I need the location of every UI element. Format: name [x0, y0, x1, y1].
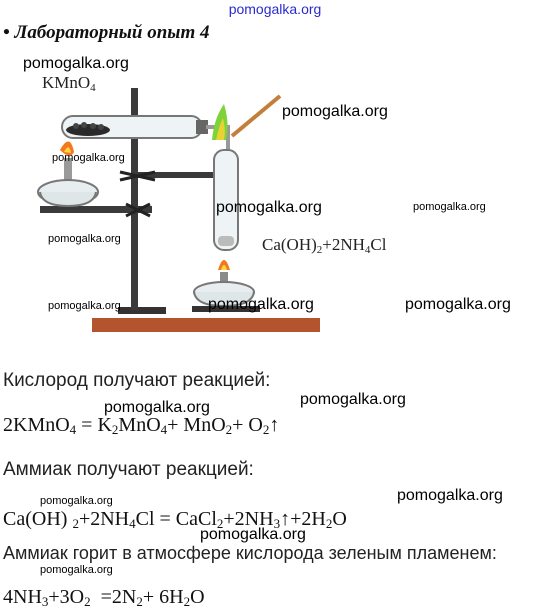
- watermark: pomogalka.org: [200, 526, 306, 543]
- lab-table: [92, 318, 320, 332]
- watermark: pomogalka.org: [282, 103, 388, 120]
- left-spirit-lamp: [37, 141, 99, 208]
- kmno4-label: KMnO4: [42, 73, 96, 94]
- stand-rod: [131, 88, 138, 310]
- ammonia-test-tube: [213, 149, 239, 251]
- ammonia-equation: Ca(OH) 2+2NH4Cl = CaCl2+2NH3↑+2H2O: [3, 508, 347, 531]
- burning-equation: 4NH3+3O2 =2N2+ 6H2O: [3, 586, 205, 609]
- lab-apparatus-illustration: [37, 88, 320, 332]
- reagents-label: Ca(OH)2+2NH4Cl: [262, 235, 387, 256]
- oxygen-heading: Кислород получают реакцией:: [3, 370, 271, 391]
- watermark: pomogalka.org: [40, 495, 113, 507]
- watermark: pomogalka.org: [208, 296, 314, 313]
- delivery-tube: [206, 125, 230, 150]
- watermark: pomogalka.org: [48, 300, 121, 312]
- watermark: pomogalka.org: [405, 296, 511, 313]
- watermark: pomogalka.org: [413, 201, 486, 213]
- watermark: pomogalka.org: [104, 399, 210, 416]
- green-flame-and-splint: [212, 94, 282, 140]
- watermark: pomogalka.org: [216, 199, 322, 216]
- right-spirit-lamp: [192, 260, 260, 312]
- clamp-arm-upper: [138, 172, 226, 178]
- page-title: • Лабораторный опыт 4: [3, 22, 210, 43]
- watermark: pomogalka.org: [52, 152, 125, 164]
- clamp-arm-lower: [40, 206, 152, 213]
- watermark: pomogalka.org: [300, 391, 406, 408]
- stand-base: [118, 307, 166, 314]
- watermark: pomogalka.org: [23, 55, 129, 72]
- watermark: pomogalka.org: [40, 564, 113, 576]
- burning-text: Аммиак горит в атмосфере кислорода зелен…: [3, 543, 497, 563]
- watermark: pomogalka.org: [48, 233, 121, 245]
- oxygen-equation: 2KMnO4 = K2MnO4+ MnO2+ O2↑: [3, 414, 280, 437]
- kmno4-test-tube: [61, 115, 208, 139]
- top-watermark: pomogalka.org: [228, 1, 322, 17]
- ammonia-heading: Аммиак получают реакцией:: [3, 459, 254, 480]
- watermark: pomogalka.org: [397, 487, 503, 504]
